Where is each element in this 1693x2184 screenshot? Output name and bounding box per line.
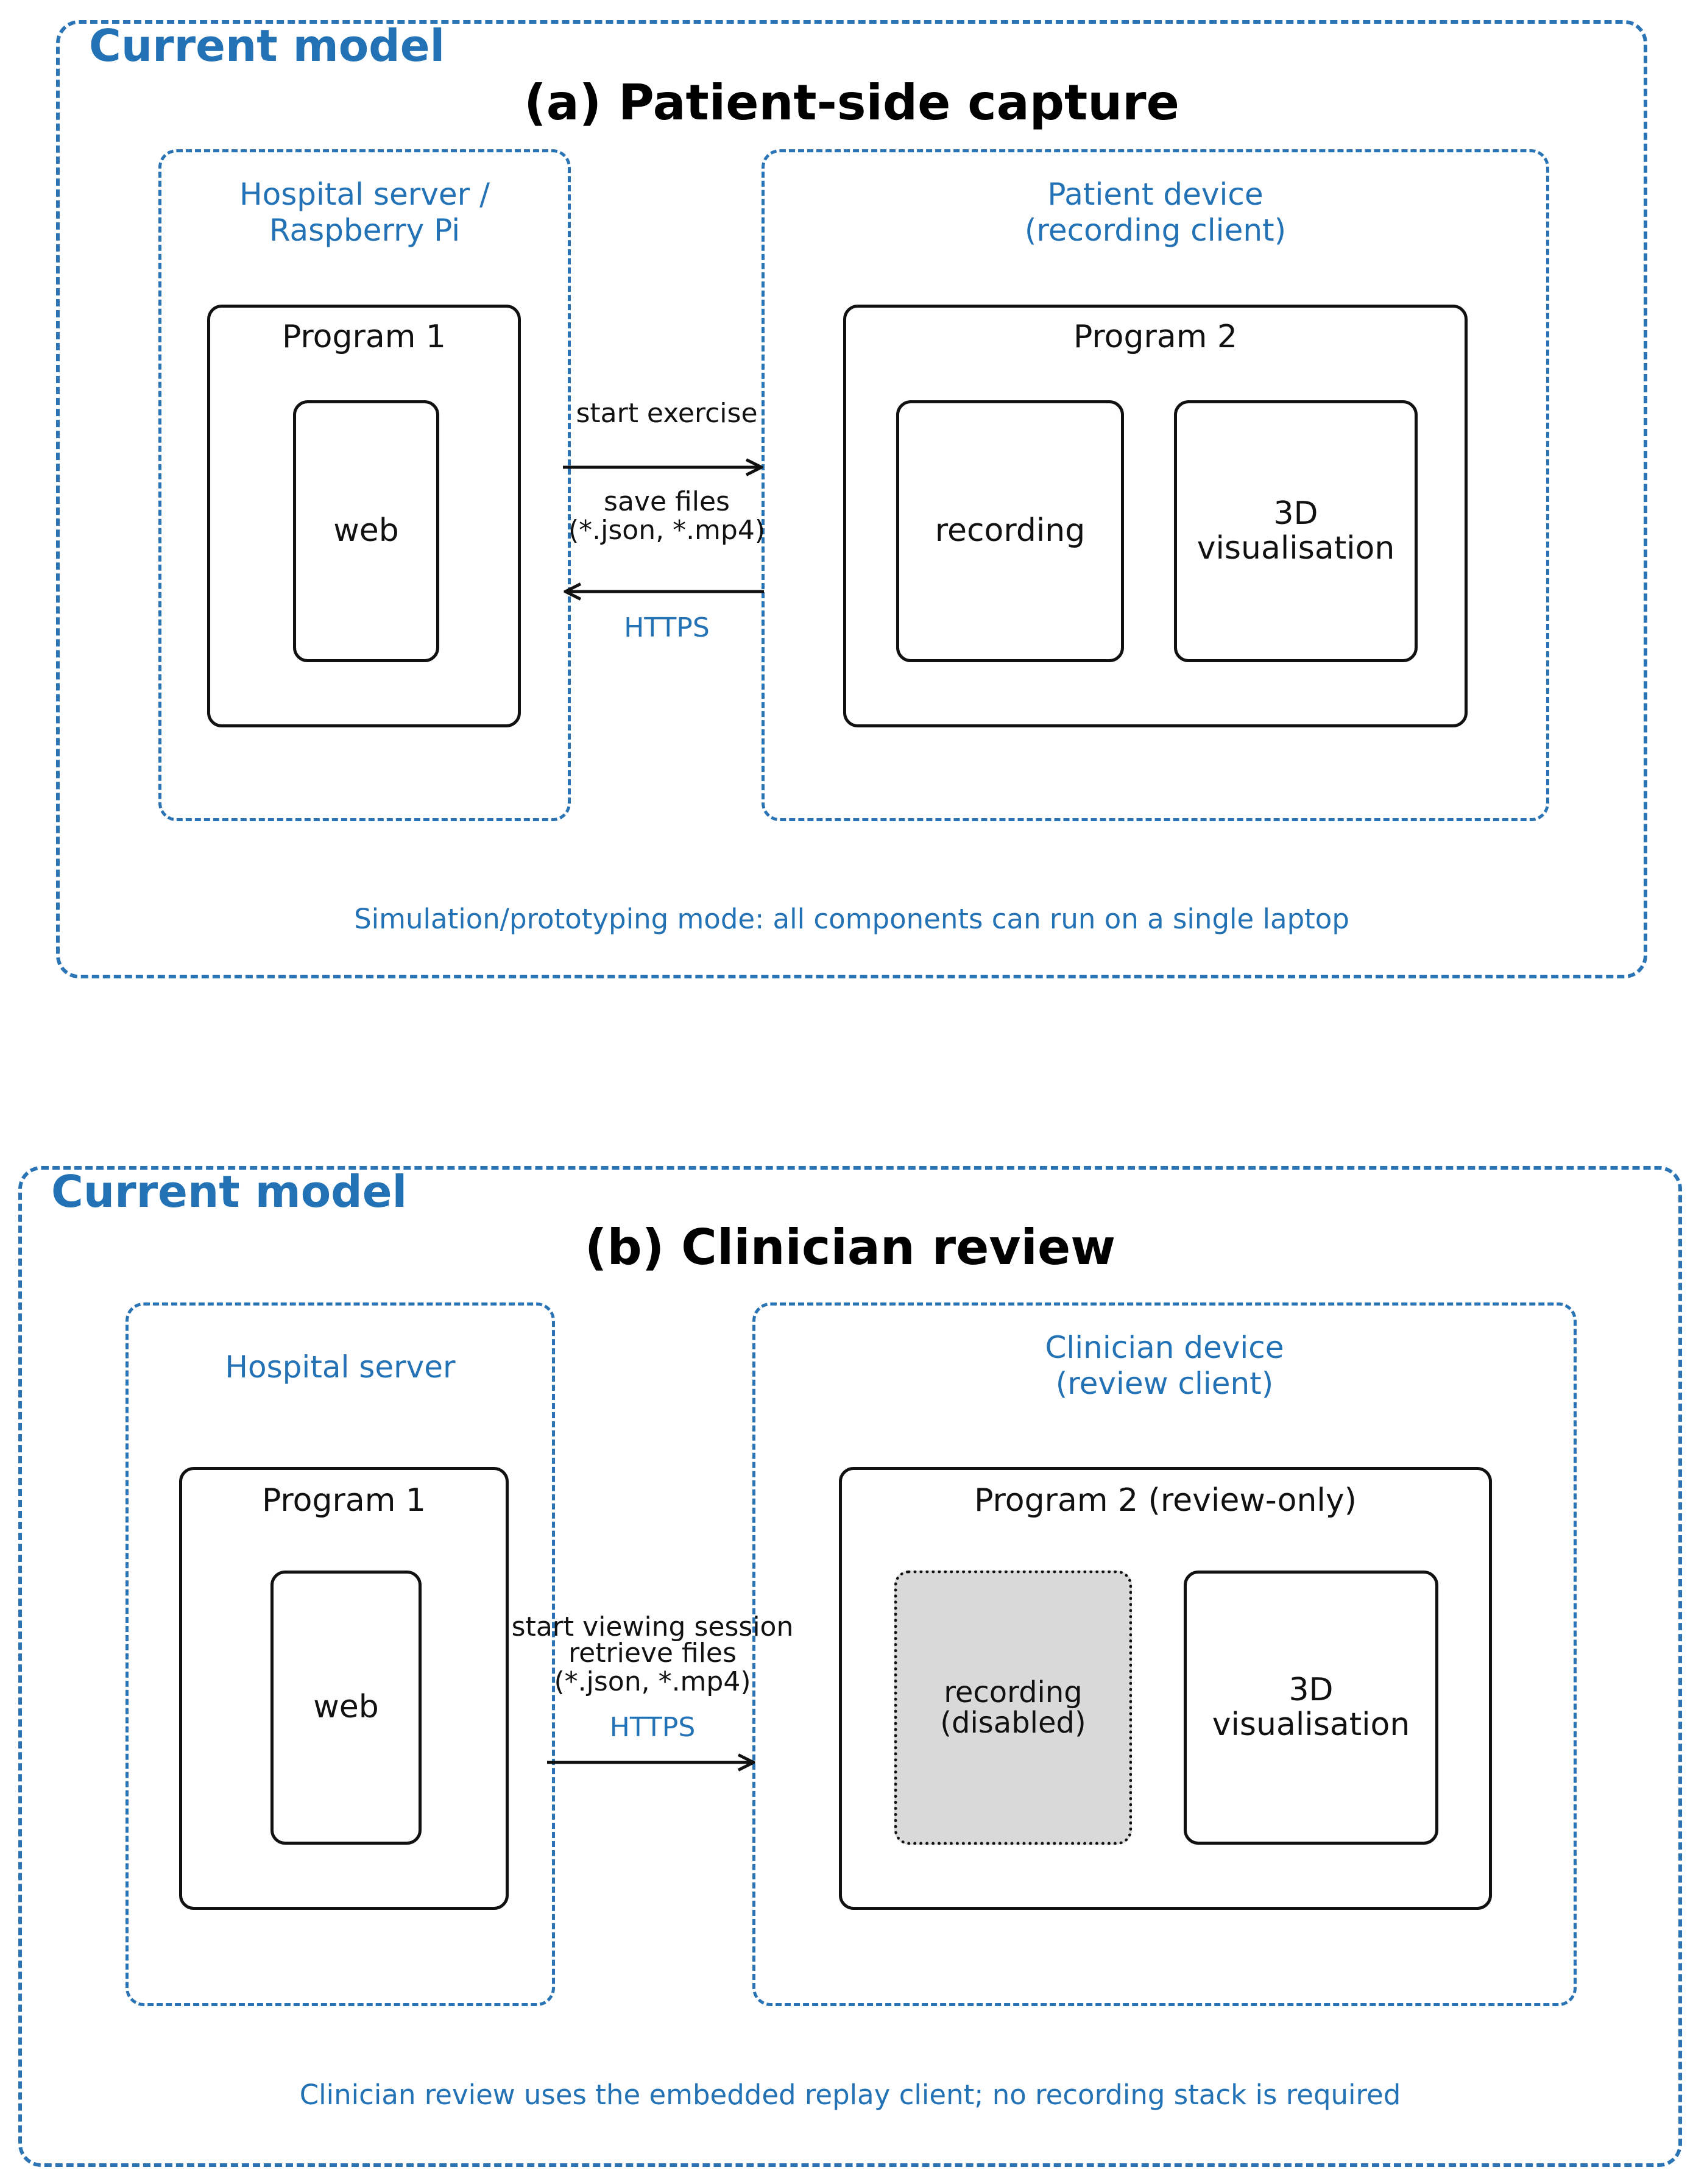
panel-b: Current model (b) Clinician review Hospi…: [18, 1166, 1682, 2167]
retrieve-files-label: retrieve files (*.json, *.mp4): [554, 1638, 751, 1697]
panel-a: Current model (a) Patient-side capture H…: [56, 20, 1647, 978]
program-2-review-box: Program 2 (review-only) recording (disab…: [839, 1467, 1492, 1910]
https-label-a: HTTPS: [624, 612, 710, 643]
program-2-box: Program 2 recording 3D visualisation: [843, 305, 1468, 727]
program-1-box-b: Program 1 web: [179, 1467, 509, 1910]
panel-a-title: (a) Patient-side capture: [524, 74, 1179, 131]
visualisation-label-b: 3D visualisation: [1212, 1671, 1410, 1743]
hospital-server-title: Hospital server / Raspberry Pi: [239, 177, 490, 248]
web-label-b: web: [313, 1689, 379, 1726]
start-exercise-label: start exercise: [576, 398, 758, 429]
start-viewing-session-label: start viewing session: [511, 1611, 794, 1642]
https-label-b: HTTPS: [609, 1712, 696, 1743]
panel-b-footer: Clinician review uses the embedded repla…: [299, 2079, 1401, 2111]
program-1-label: Program 1: [281, 319, 446, 355]
hospital-server-zone: Hospital server / Raspberry Pi Program 1…: [158, 149, 571, 821]
program-1-box: Program 1 web: [207, 305, 521, 727]
clinician-device-title: Clinician device (review client): [1045, 1330, 1284, 1401]
clinician-device-zone: Clinician device (review client) Program…: [752, 1302, 1577, 2006]
hospital-server-title-b: Hospital server: [225, 1349, 456, 1385]
web-box-b: web: [270, 1571, 422, 1845]
recording-label: recording: [935, 512, 1086, 550]
panel-a-footer: Simulation/prototyping mode: all compone…: [354, 903, 1349, 935]
patient-device-zone: Patient device (recording client) Progra…: [762, 149, 1549, 821]
hospital-server-zone-b: Hospital server Program 1 web: [125, 1302, 555, 2006]
recording-box: recording: [896, 400, 1124, 662]
panel-a-label: Current model: [89, 20, 445, 71]
patient-device-title: Patient device (recording client): [1024, 177, 1287, 248]
visualisation-box-b: 3D visualisation: [1184, 1571, 1438, 1845]
program-2-review-label: Program 2 (review-only): [974, 1482, 1357, 1519]
recording-disabled-label: recording (disabled): [940, 1675, 1086, 1740]
web-label: web: [333, 512, 399, 550]
program-2-label: Program 2: [1073, 319, 1237, 355]
program-1-label-b: Program 1: [261, 1482, 426, 1519]
recording-disabled-box: recording (disabled): [894, 1571, 1132, 1845]
web-box: web: [293, 400, 439, 662]
visualisation-label: 3D visualisation: [1196, 495, 1395, 567]
visualisation-box: 3D visualisation: [1174, 400, 1418, 662]
save-files-label: save files (*.json, *.mp4): [568, 486, 766, 546]
panel-b-title: (b) Clinician review: [584, 1219, 1116, 1276]
panel-b-label: Current model: [51, 1166, 408, 1217]
